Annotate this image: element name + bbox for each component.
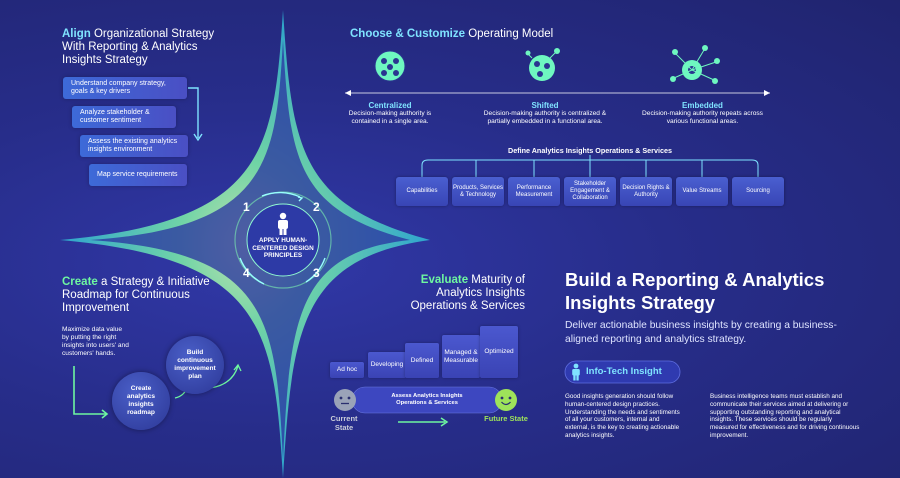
maturity-level: Ad hoc (330, 362, 364, 378)
roadmap-circle: Create analytics insights roadmap (112, 372, 170, 430)
create-heading-highlight: Create (62, 276, 98, 288)
choose-heading: Choose & Customize Operating Model (350, 28, 610, 41)
roadmap-circle-label: Create analytics insights roadmap (126, 385, 156, 416)
define-operations-label: Define Analytics Insights Operations & S… (508, 146, 672, 155)
evaluate-heading: Evaluate Maturity of Analytics Insights … (395, 274, 525, 313)
model-desc: Decision-making authority is contained i… (348, 110, 432, 125)
align-step-3: Assess the existing analytics insights e… (80, 135, 188, 157)
current-state-label: Current State (330, 414, 358, 432)
model-centralized: Centralized Decision-making authority is… (335, 101, 445, 125)
improvement-circle: Build continuous improvement plan (166, 336, 224, 394)
step-number-4: 4 (243, 266, 250, 280)
capability-box: Stakeholder Engagement & Collaboration (564, 177, 616, 206)
choose-heading-highlight: Choose & Customize (350, 28, 466, 40)
create-heading-rest: a Strategy & Initiative Roadmap for Cont… (62, 276, 210, 314)
align-heading-rest: Organizational Strategy With Reporting &… (62, 28, 215, 66)
capability-box: Products, Services & Technology (452, 177, 504, 206)
maturity-level: Developing (368, 352, 406, 378)
model-name: Shifted (531, 101, 559, 110)
insight-pill (564, 360, 681, 384)
model-name: Centralized (368, 101, 412, 110)
align-step-1: Understand company strategy, goals & key… (63, 77, 187, 99)
capability-box: Capabilities (396, 177, 448, 206)
create-heading: Create a Strategy & Initiative Roadmap f… (62, 276, 222, 315)
maturity-level: Optimized (480, 326, 518, 378)
align-heading-highlight: Align (62, 28, 91, 40)
insight-col-2: Business intelligence teams must establi… (710, 393, 860, 439)
person-icon (572, 363, 580, 381)
model-embedded: Embedded Decision-making authority repea… (640, 101, 765, 125)
create-body: Maximize data value by putting the right… (62, 326, 129, 357)
insight-col-1: Good insights generation should follow h… (565, 393, 680, 439)
happy-face-icon (495, 389, 517, 411)
evaluate-heading-rest: Maturity of Analytics Insights Operation… (410, 274, 525, 312)
embedded-icon (670, 45, 720, 84)
assess-label: Assess Analytics Insights Operations & S… (391, 393, 463, 406)
page-subtitle: Deliver actionable business insights by … (565, 320, 837, 345)
improvement-circle-label: Build continuous improvement plan (174, 349, 216, 380)
evaluate-heading-highlight: Evaluate (420, 274, 469, 286)
model-name: Embedded (682, 101, 723, 110)
future-state-label: Future State (484, 414, 528, 423)
model-desc: Decision-making authority is centralized… (483, 110, 607, 125)
align-step-2: Analyze stakeholder & customer sentiment (72, 106, 176, 128)
step-number-2: 2 (313, 200, 320, 214)
choose-heading-rest: Operating Model (465, 28, 554, 40)
person-icon (278, 212, 288, 235)
align-heading: Align Organizational Strategy With Repor… (62, 28, 237, 67)
step-number-1: 1 (243, 200, 250, 214)
centralized-icon (374, 50, 406, 82)
capability-box: Sourcing (732, 177, 784, 206)
center-disc (246, 203, 320, 277)
align-step-4: Map service requirements (89, 164, 187, 186)
center-label: APPLY HUMAN-CENTERED DESIGN PRINCIPLES (252, 237, 314, 260)
capability-box: Decision Rights & Authority (620, 177, 672, 206)
shifted-icon (525, 48, 560, 81)
model-desc: Decision-making authority repeats across… (642, 110, 763, 125)
maturity-level: Defined (405, 343, 439, 378)
step-number-3: 3 (313, 266, 320, 280)
insight-label: Info-Tech Insight (586, 366, 662, 377)
capability-box: Value Streams (676, 177, 728, 206)
model-shifted: Shifted Decision-making authority is cen… (475, 101, 615, 125)
maturity-level: Managed & Measurable (442, 335, 480, 378)
neutral-face-icon (334, 389, 356, 411)
capability-box: Performance Measurement (508, 177, 560, 206)
page-title: Build a Reporting & Analytics Insights S… (565, 269, 825, 313)
